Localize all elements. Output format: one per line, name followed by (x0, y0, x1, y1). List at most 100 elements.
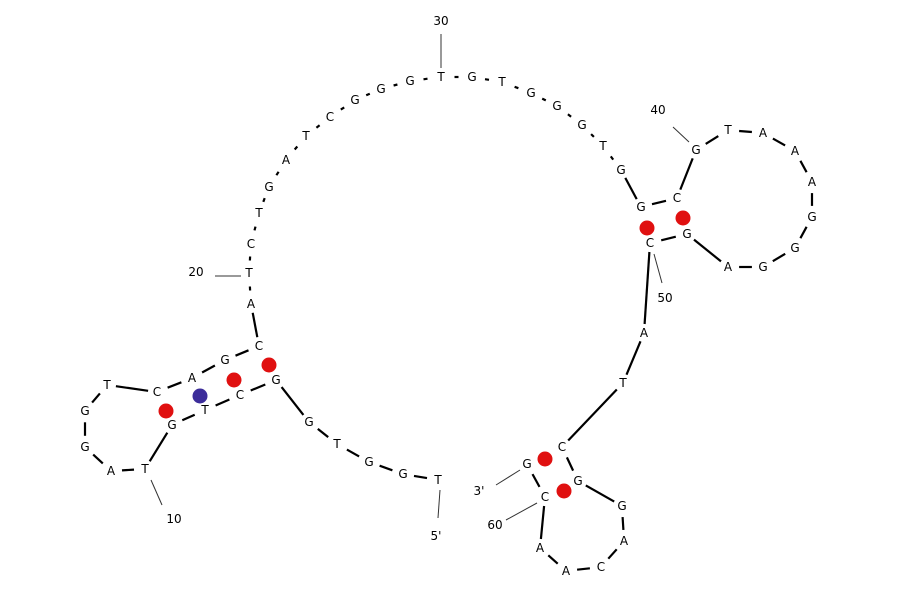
nucleotide-25: T (301, 129, 310, 143)
leader-line (672, 126, 690, 143)
nucleotide-34: G (552, 99, 561, 113)
nucleotide-19: A (247, 297, 256, 311)
nucleotide-61: G (522, 457, 531, 471)
backbone-link (799, 160, 808, 173)
nucleotide-39: C (673, 191, 681, 205)
backbone-link (92, 453, 104, 465)
backbone-link (317, 428, 329, 438)
nucleotide-58: A (562, 564, 571, 578)
nucleotide-29: G (405, 74, 414, 88)
nucleotide-31: G (467, 70, 476, 84)
backbone-link (201, 364, 216, 374)
backbone-link (293, 145, 299, 151)
nucleotide-57: C (597, 560, 605, 574)
backbone-link (624, 177, 638, 200)
nucleotide-45: G (807, 210, 816, 224)
nucleotide-5: G (304, 415, 313, 429)
nucleotide-48: A (724, 260, 733, 274)
nucleotide-56: A (620, 534, 629, 548)
backbone-link (705, 135, 719, 145)
backbone-link (607, 548, 618, 560)
backbone-link (251, 312, 259, 338)
backbone-link (693, 238, 722, 263)
position-label-40: 40 (650, 103, 665, 117)
nucleotide-22: T (254, 206, 263, 220)
label-leader-lines (150, 34, 690, 521)
nucleotide-3: G (364, 455, 373, 469)
nucleotide-55: G (617, 499, 626, 513)
gc-pair-dot (226, 372, 242, 388)
nucleotide-16: A (188, 371, 197, 385)
nucleotide-1: T (433, 473, 442, 487)
nucleotide-14: T (102, 378, 111, 392)
backbone-link (115, 385, 149, 392)
backbone-link (739, 129, 752, 134)
position-label-20: 20 (188, 265, 203, 279)
backbone-link (167, 381, 182, 389)
backbone-link (625, 340, 642, 376)
nucleotide-9: G (167, 418, 176, 432)
nucleotide-18: C (255, 339, 263, 353)
backbone-link (621, 517, 625, 530)
nucleotide-51: A (640, 326, 649, 340)
nucleotide-35: G (577, 118, 586, 132)
backbone-link (609, 155, 615, 161)
backbone-link (565, 456, 575, 472)
nucleotide-60: C (541, 490, 549, 504)
backbone-links (83, 75, 814, 571)
backbone-link (275, 171, 280, 176)
backbone-link (547, 554, 559, 565)
nucleotide-10: T (140, 462, 149, 476)
leader-line (495, 469, 521, 486)
backbone-link (567, 113, 572, 118)
nucleotide-27: G (350, 93, 359, 107)
nucleotide-47: G (758, 260, 767, 274)
gc-pair-dot (537, 451, 553, 467)
backbone-link (567, 388, 618, 442)
nucleotide-30: T (436, 70, 445, 84)
gc-pair-dot (639, 220, 655, 236)
backbone-link (379, 464, 393, 472)
nucleotide-32: T (497, 75, 506, 89)
backbone-link (799, 226, 808, 239)
gc-pair-dot (675, 210, 691, 226)
backbone-link (393, 83, 398, 87)
backbone-link (235, 349, 249, 357)
backbone-link (181, 413, 196, 422)
nucleotide-53: C (558, 440, 566, 454)
five-prime-end-label: 5' (431, 529, 442, 543)
nucleotide-40: G (691, 143, 700, 157)
gc-pair-dot (261, 357, 277, 373)
nucleotide-8: T (200, 403, 209, 417)
nucleotide-38: G (636, 200, 645, 214)
nucleotide-13: G (80, 404, 89, 418)
nucleotide-54: G (573, 474, 582, 488)
nucleotide-26: C (326, 110, 334, 124)
nucleotide-23: G (264, 180, 273, 194)
backbone-link (413, 474, 428, 480)
nucleotide-42: A (759, 126, 768, 140)
nucleotide-33: G (526, 86, 535, 100)
leader-line (653, 253, 663, 284)
nucleotide-7: C (236, 388, 244, 402)
nucleotide-6: G (271, 373, 280, 387)
backbone-link (539, 505, 546, 540)
leader-line (505, 502, 538, 521)
backbone-link (679, 157, 694, 191)
backbone-link (585, 484, 615, 503)
base-pair-markers (158, 210, 691, 499)
backbone-link (590, 133, 595, 138)
nucleotide-2: G (398, 467, 407, 481)
nucleotide-4: T (332, 437, 341, 451)
backbone-link (531, 473, 541, 488)
position-label-50: 50 (657, 291, 672, 305)
nucleotide-50: C (646, 236, 654, 250)
backbone-link (541, 97, 547, 102)
backbone-link (148, 432, 169, 462)
backbone-link (250, 383, 266, 392)
nucleotide-20: T (244, 266, 253, 280)
nucleotide-24: A (282, 153, 291, 167)
backbone-link (340, 106, 345, 111)
